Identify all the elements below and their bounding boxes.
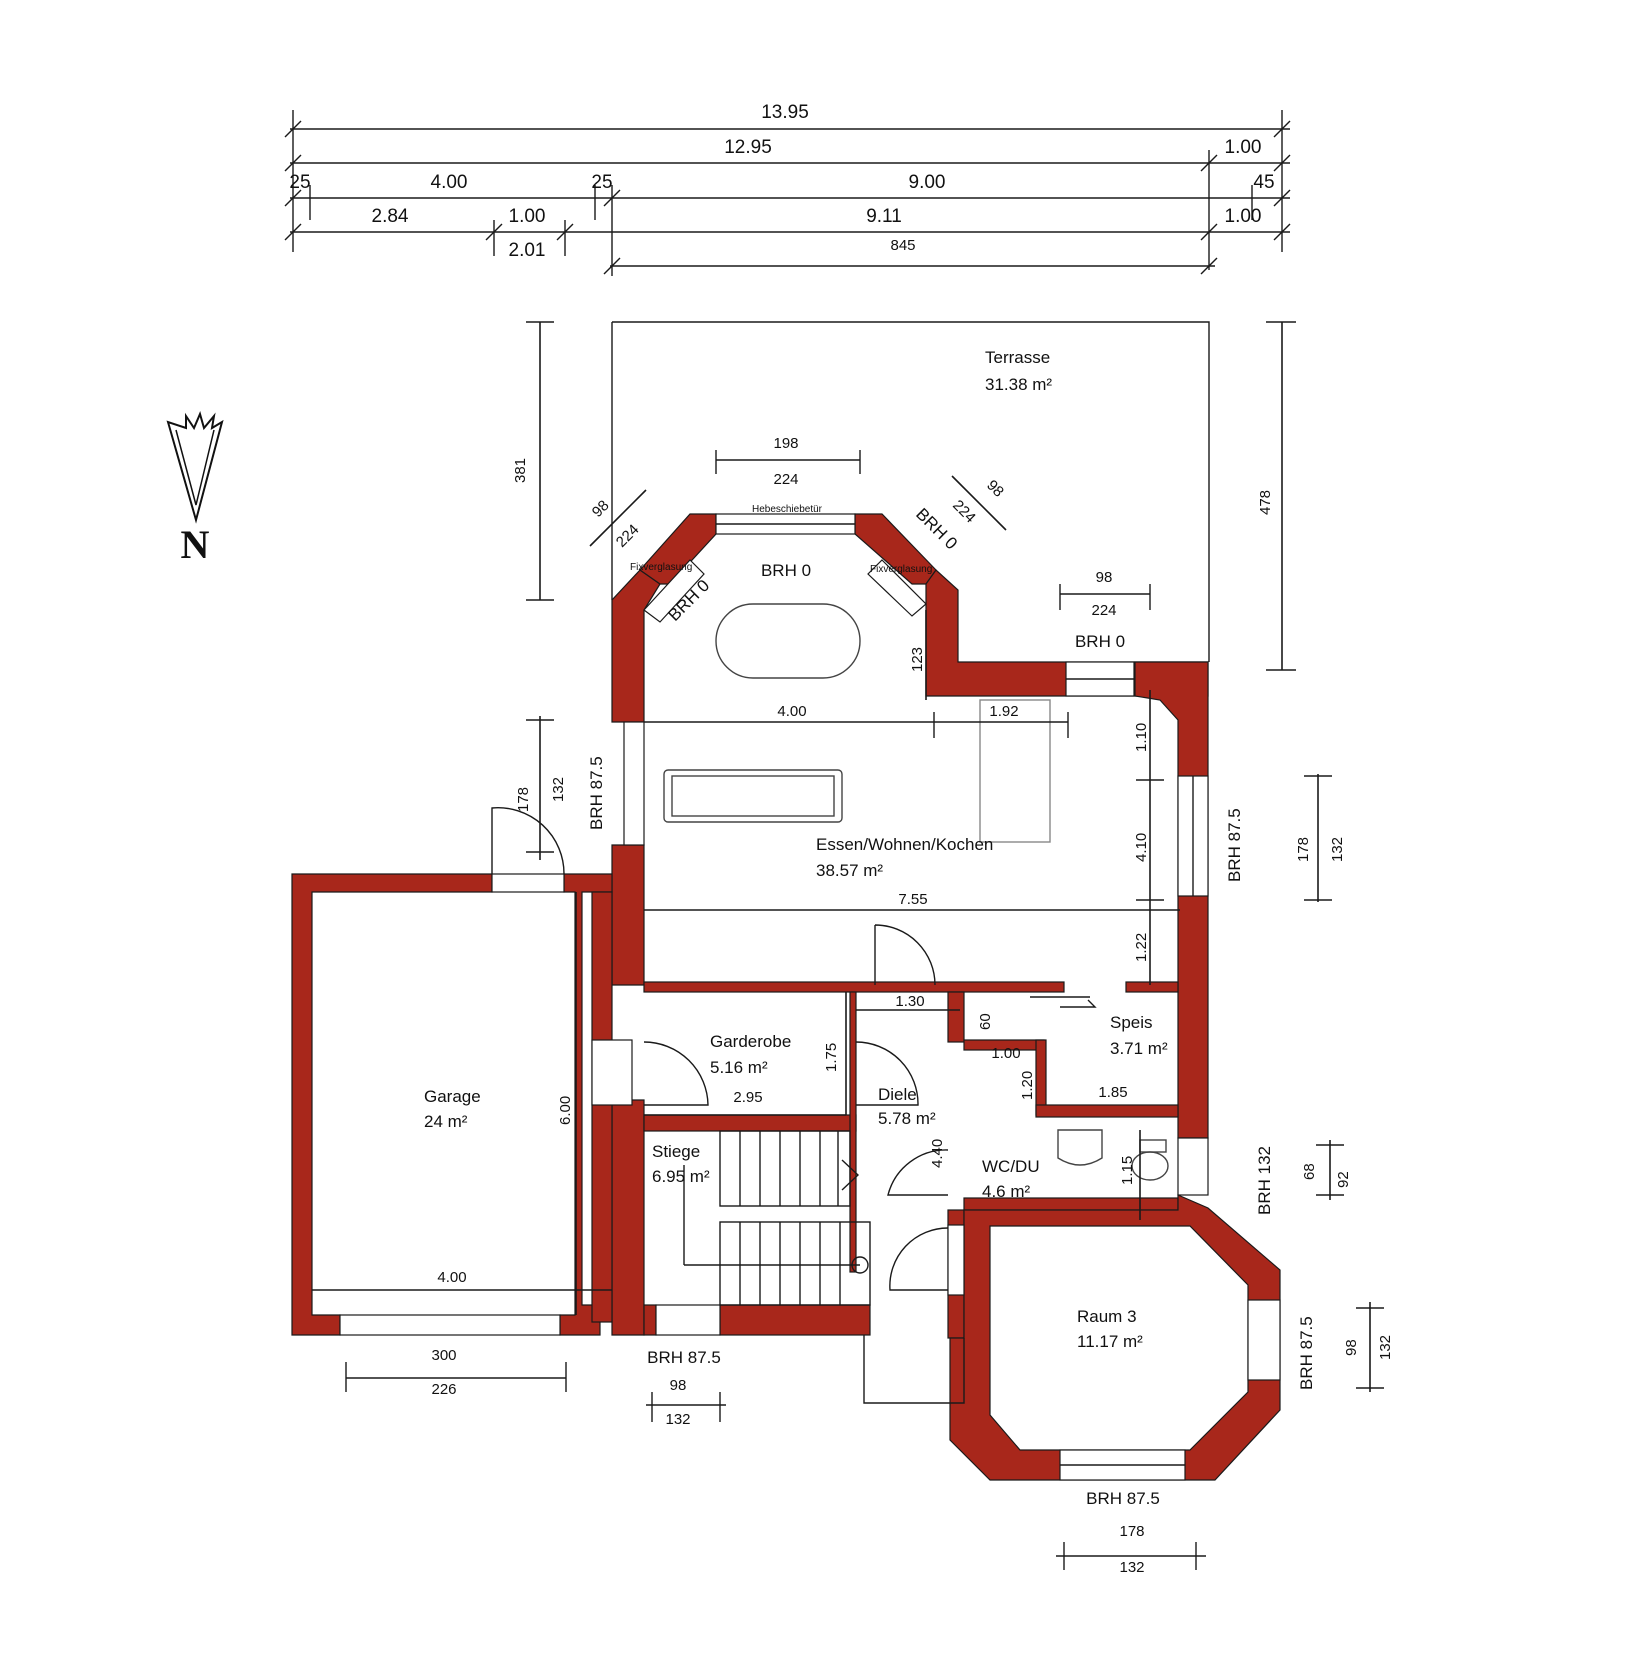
room-area-raum3: 11.17 m² bbox=[1077, 1332, 1143, 1351]
dim-13-95: 13.95 bbox=[761, 102, 809, 123]
dim-98-right: 98 bbox=[983, 477, 1007, 501]
dim-68: 68 bbox=[1301, 1163, 1318, 1180]
room-name-speis: Speis bbox=[1110, 1013, 1153, 1032]
dim-98-side: 98 bbox=[1343, 1339, 1360, 1356]
room-labels: Terrasse 31.38 m² Essen/Wohnen/Kochen 38… bbox=[424, 348, 1168, 1351]
windows bbox=[339, 513, 1281, 1481]
dim-1-30: 1.30 bbox=[895, 993, 924, 1010]
dim-224-terr: 224 bbox=[1091, 602, 1116, 619]
label-brh875-right: BRH 87.5 bbox=[1225, 808, 1244, 882]
dim-25-b: 25 bbox=[591, 172, 612, 193]
label-brh132: BRH 132 bbox=[1255, 1146, 1274, 1215]
room-area-diele: 5.78 m² bbox=[878, 1109, 936, 1128]
label-fixverglasung-left: Fixverglasung bbox=[630, 562, 692, 573]
dim-132-side: 132 bbox=[1377, 1335, 1394, 1360]
dim-4-40: 4.40 bbox=[929, 1139, 946, 1168]
room-area-garage: 24 m² bbox=[424, 1112, 468, 1131]
dim-98-left: 98 bbox=[589, 497, 613, 521]
dim-224-top: 224 bbox=[773, 471, 798, 488]
label-brh875-left: BRH 87.5 bbox=[587, 756, 606, 830]
dim-1-00-a: 1.00 bbox=[1225, 137, 1262, 158]
room-name-stiege: Stiege bbox=[652, 1142, 700, 1161]
dim-4-00-living: 4.00 bbox=[777, 703, 806, 720]
dim-1-75: 1.75 bbox=[823, 1043, 840, 1072]
room-name-wc: WC/DU bbox=[982, 1157, 1040, 1176]
dim-381: 381 bbox=[512, 458, 529, 483]
room-area-terrasse: 31.38 m² bbox=[985, 375, 1052, 394]
dim-300: 300 bbox=[431, 1347, 456, 1364]
room-name-essen: Essen/Wohnen/Kochen bbox=[816, 835, 993, 854]
room-name-raum3: Raum 3 bbox=[1077, 1307, 1137, 1326]
dim-1-92: 1.92 bbox=[989, 703, 1018, 720]
dim-1-15: 1.15 bbox=[1119, 1156, 1136, 1185]
dim-98-terr: 98 bbox=[1096, 569, 1113, 586]
dim-92: 92 bbox=[1335, 1171, 1352, 1188]
dim-1-10: 1.10 bbox=[1133, 723, 1150, 752]
dim-2-01: 2.01 bbox=[509, 240, 546, 261]
label-brh0-center: BRH 0 bbox=[761, 561, 811, 580]
north-arrow: N bbox=[166, 411, 224, 567]
room-area-wc: 4.6 m² bbox=[982, 1182, 1031, 1201]
room-name-terrasse: Terrasse bbox=[985, 348, 1050, 367]
label-fixverglasung-right: Fixverglasung bbox=[870, 564, 932, 575]
room-area-speis: 3.71 m² bbox=[1110, 1039, 1168, 1058]
dim-178-bottom: 178 bbox=[1119, 1523, 1144, 1540]
dim-4-00-garage: 4.00 bbox=[437, 1269, 466, 1286]
dim-6-00: 6.00 bbox=[557, 1096, 574, 1125]
dim-60: 60 bbox=[977, 1013, 994, 1030]
dim-9-11: 9.11 bbox=[866, 206, 902, 227]
dim-1-00-b: 1.00 bbox=[509, 206, 546, 227]
dim-98-bottom: 98 bbox=[670, 1377, 687, 1394]
room-area-essen: 38.57 m² bbox=[816, 861, 883, 880]
dim-132-bottom: 132 bbox=[665, 1411, 690, 1428]
dim-1-20: 1.20 bbox=[1019, 1071, 1036, 1100]
dim-12-95: 12.95 bbox=[724, 137, 772, 158]
dim-178-a: 178 bbox=[515, 787, 532, 812]
label-hebeschiebetuer: Hebeschiebetür bbox=[752, 504, 823, 515]
room-name-garderobe: Garderobe bbox=[710, 1032, 791, 1051]
room-name-garage: Garage bbox=[424, 1087, 481, 1106]
room-area-stiege: 6.95 m² bbox=[652, 1167, 710, 1186]
dim-9-00: 9.00 bbox=[909, 172, 946, 193]
dim-226: 226 bbox=[431, 1381, 456, 1398]
label-brh875-bottom: BRH 87.5 bbox=[647, 1348, 721, 1367]
dim-45: 45 bbox=[1253, 172, 1274, 193]
dim-1-00-c: 1.00 bbox=[1225, 206, 1262, 227]
dim-2-84: 2.84 bbox=[372, 206, 409, 227]
dim-4-00-top: 4.00 bbox=[431, 172, 468, 193]
dim-132-bottom-2: 132 bbox=[1119, 1559, 1144, 1576]
dim-845: 845 bbox=[890, 237, 915, 254]
entrance-outline bbox=[863, 1335, 965, 1404]
dim-224-left: 224 bbox=[613, 521, 643, 551]
dim-25-a: 25 bbox=[289, 172, 310, 193]
label-brh875-raum3-right: BRH 87.5 bbox=[1297, 1316, 1316, 1390]
dimension-labels: 381 478 198 224 98 224 98 224 98 224 123… bbox=[431, 435, 1394, 1576]
label-brh0-terrasse: BRH 0 bbox=[1075, 632, 1125, 651]
dim-132-b: 132 bbox=[1329, 837, 1346, 862]
label-brh875-raum3-bottom: BRH 87.5 bbox=[1086, 1489, 1160, 1508]
dim-7-55: 7.55 bbox=[898, 891, 927, 908]
top-dimension-chain: 13.95 12.95 1.00 25 4.00 25 9.00 45 2.84… bbox=[284, 102, 1291, 276]
dim-478: 478 bbox=[1257, 490, 1274, 515]
room-name-diele: Diele bbox=[878, 1085, 917, 1104]
dim-198: 198 bbox=[773, 435, 798, 452]
north-label: N bbox=[181, 522, 210, 567]
terrace-area bbox=[611, 321, 1210, 662]
stairs bbox=[683, 1130, 871, 1306]
dim-178-b: 178 bbox=[1295, 837, 1312, 862]
room-area-garderobe: 5.16 m² bbox=[710, 1058, 768, 1077]
dim-132-a: 132 bbox=[550, 777, 567, 802]
dim-4-10: 4.10 bbox=[1133, 833, 1150, 862]
interior-dimension-lines bbox=[312, 321, 1384, 1570]
dim-1-00-speis: 1.00 bbox=[991, 1045, 1020, 1062]
dim-1-85: 1.85 bbox=[1098, 1084, 1127, 1101]
dim-2-95: 2.95 bbox=[733, 1089, 762, 1106]
furniture bbox=[663, 603, 1169, 1181]
dim-123: 123 bbox=[909, 647, 926, 672]
dim-1-22: 1.22 bbox=[1133, 933, 1150, 962]
dim-224-right: 224 bbox=[949, 497, 979, 527]
